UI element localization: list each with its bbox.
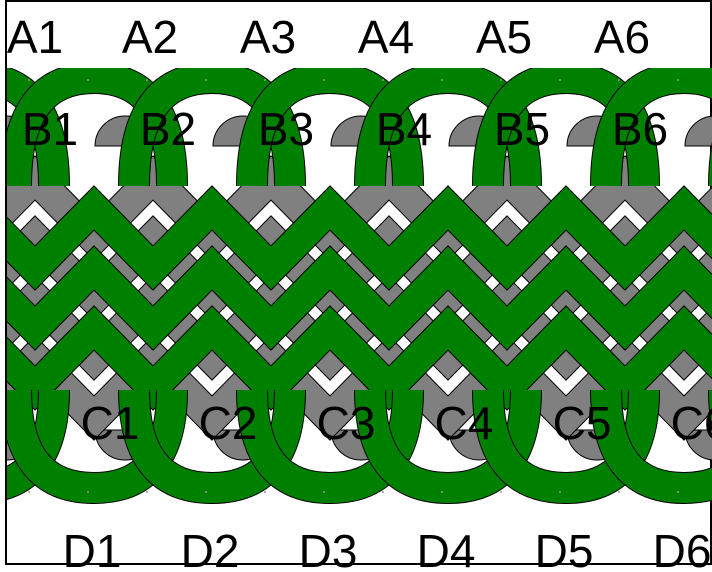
grid-dot <box>382 79 384 81</box>
grid-dot <box>28 491 30 493</box>
grid-dot <box>146 79 148 81</box>
grid-dot <box>87 79 89 81</box>
grid-dot <box>441 491 443 493</box>
grid-dot <box>618 491 620 493</box>
grid-dot <box>559 491 561 493</box>
grid-dot <box>500 491 502 493</box>
grid-dot <box>323 79 325 81</box>
grid-dot <box>677 491 679 493</box>
grid-dot <box>264 79 266 81</box>
grid-dot <box>205 79 207 81</box>
grid-dot <box>441 79 443 81</box>
grid-dot <box>205 491 207 493</box>
grid-dot <box>323 491 325 493</box>
gray-half-disc-top <box>685 116 712 146</box>
grid-dot <box>559 79 561 81</box>
grid-dot <box>87 491 89 493</box>
grid-dot <box>618 79 620 81</box>
grid-dot <box>28 79 30 81</box>
grid-dot <box>146 491 148 493</box>
grid-dot <box>677 79 679 81</box>
grid-dot <box>264 491 266 493</box>
grid-dot <box>500 79 502 81</box>
weave-pattern <box>7 68 712 508</box>
grid-dot <box>382 491 384 493</box>
